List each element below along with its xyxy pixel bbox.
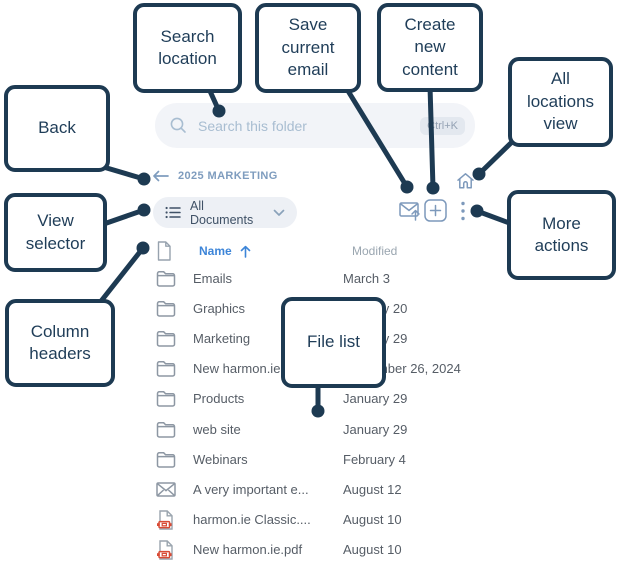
search-icon <box>169 116 188 135</box>
callout-view-selector: View selector <box>4 193 107 272</box>
view-selector-dropdown[interactable]: All Documents <box>153 197 297 228</box>
list-item[interactable]: New harmon.ie.pdf August 10 <box>156 535 486 565</box>
callout-save-current-email: Save current email <box>255 3 361 93</box>
file-modified-date: February 4 <box>343 451 406 467</box>
keyboard-shortcut-badge: Ctrl+K <box>420 116 465 135</box>
file-name: Graphics <box>193 300 246 316</box>
folder-icon <box>156 360 178 377</box>
file-name: New harmon.ie <box>193 361 281 377</box>
email-icon <box>156 482 178 497</box>
file-name: A very important e... <box>193 481 309 497</box>
search-input[interactable] <box>196 116 421 135</box>
list-item[interactable]: web site January 29 <box>156 414 486 444</box>
folder-icon <box>156 421 178 438</box>
view-selector-value: All Documents <box>190 198 254 227</box>
folder-icon <box>156 451 178 468</box>
callout-column-headers: Column headers <box>5 299 115 387</box>
callout-search-location: Search location <box>133 3 242 93</box>
file-name: Emails <box>193 270 233 286</box>
file-modified-date: August 10 <box>343 542 402 558</box>
folder-icon <box>156 270 178 287</box>
callout-file-list: File list <box>281 297 386 388</box>
list-view-icon <box>165 206 181 219</box>
list-item[interactable]: A very important e... August 12 <box>156 474 486 504</box>
column-header-modified[interactable]: Modified <box>352 244 398 258</box>
file-name: Webinars <box>193 451 248 467</box>
file-modified-date: March 3 <box>343 270 390 286</box>
more-actions-icon[interactable] <box>459 201 467 221</box>
file-modified-date: August 12 <box>343 481 402 497</box>
list-item[interactable]: harmon.ie Classic.... August 10 <box>156 505 486 535</box>
folder-icon <box>156 300 178 317</box>
save-email-icon[interactable] <box>399 200 422 221</box>
list-item[interactable]: Emails March 3 <box>156 263 486 293</box>
pdf-icon <box>156 540 178 560</box>
home-icon[interactable] <box>456 171 475 190</box>
folder-icon <box>156 390 178 408</box>
document-icon <box>156 241 172 261</box>
pdf-icon <box>156 509 178 530</box>
file-modified-date: January 29 <box>343 421 408 437</box>
column-header-name[interactable]: Name <box>199 244 232 258</box>
file-name: web site <box>193 421 241 437</box>
callout-more-actions: More actions <box>507 190 616 280</box>
breadcrumb[interactable]: 2025 MARKETING <box>152 170 278 182</box>
list-item[interactable]: Webinars February 4 <box>156 444 486 474</box>
chevron-down-icon <box>273 209 285 217</box>
callout-back: Back <box>4 85 110 172</box>
callout-create-new-content: Create new content <box>377 3 483 92</box>
current-location-label: 2025 MARKETING <box>178 170 278 182</box>
file-modified-date: August 10 <box>343 512 402 528</box>
file-name: Products <box>193 391 245 407</box>
folder-icon <box>156 330 178 347</box>
file-name: harmon.ie Classic.... <box>193 512 311 528</box>
column-headers-row: Name Modified <box>156 240 476 262</box>
create-new-icon[interactable] <box>424 199 447 222</box>
search-box[interactable]: Ctrl+K <box>155 103 475 148</box>
list-item[interactable]: Products January 29 <box>156 384 486 414</box>
file-name: Marketing <box>193 330 251 346</box>
sort-ascending-icon[interactable] <box>240 245 251 258</box>
file-modified-date: January 29 <box>343 391 408 407</box>
back-arrow-icon[interactable] <box>152 170 169 182</box>
callout-all-locations-view: All locations view <box>508 57 613 147</box>
file-name: New harmon.ie.pdf <box>193 542 303 558</box>
